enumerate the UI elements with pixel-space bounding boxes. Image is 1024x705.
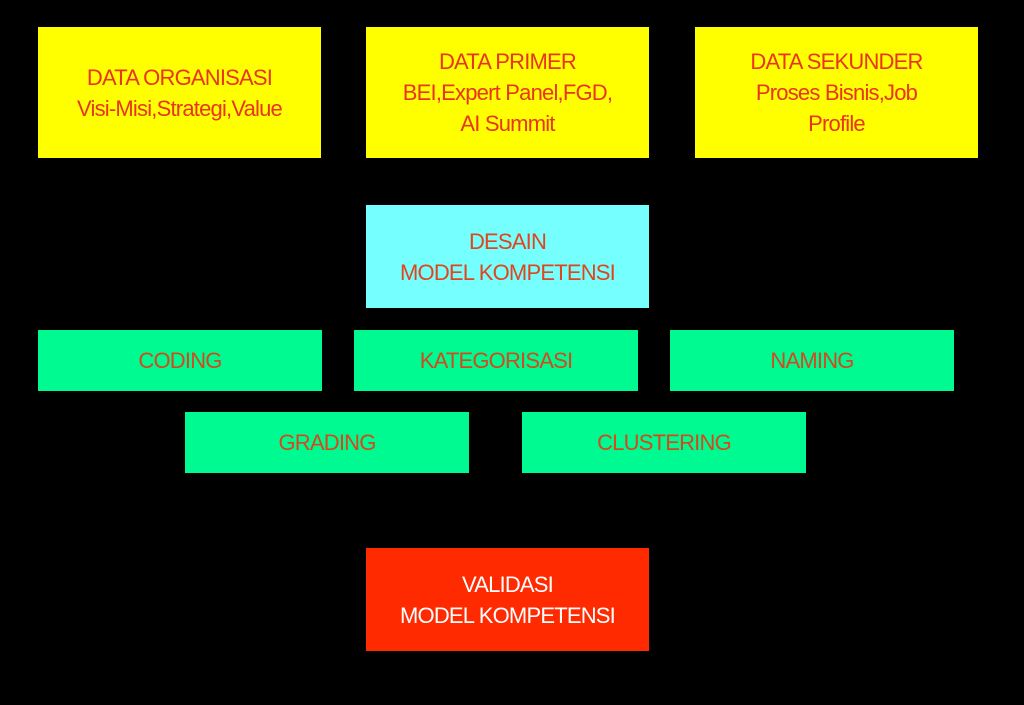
- step-label: NAMING: [770, 348, 854, 373]
- source-detail: Proses Bisnis,Job: [755, 80, 918, 105]
- source-title: DATA ORGANISASI: [86, 64, 273, 90]
- design-line2: MODEL KOMPETENSI: [400, 259, 616, 285]
- validation-line1: VALIDASI: [461, 571, 554, 597]
- step-box-kategorisasi: KATEGORISASI: [354, 330, 638, 391]
- source-detail: Visi-Misi,Strategi,Value: [77, 95, 283, 121]
- step-label: KATEGORISASI: [419, 348, 573, 373]
- step-label: CLUSTERING: [597, 430, 732, 455]
- step-label: GRADING: [278, 430, 376, 455]
- step-box-grading: GRADING: [185, 412, 469, 473]
- step-label: CODING: [138, 348, 222, 373]
- source-box-data-primer: DATA PRIMER BEI,Expert Panel,FGD, AI Sum…: [366, 27, 649, 158]
- step-box-coding: CODING: [38, 330, 322, 391]
- source-title: DATA SEKUNDER: [750, 49, 923, 74]
- design-line1: DESAIN: [468, 228, 547, 254]
- source-box-data-sekunder: DATA SEKUNDER Proses Bisnis,Job Profile: [695, 27, 978, 158]
- validation-box: VALIDASI MODEL KOMPETENSI: [366, 548, 649, 651]
- design-box: DESAIN MODEL KOMPETENSI: [366, 205, 649, 308]
- source-detail: AI Summit: [460, 111, 555, 136]
- source-box-data-organisasi: DATA ORGANISASI Visi-Misi,Strategi,Value: [38, 27, 321, 158]
- validation-line2: MODEL KOMPETENSI: [400, 602, 616, 628]
- step-box-naming: NAMING: [670, 330, 954, 391]
- step-box-clustering: CLUSTERING: [522, 412, 806, 473]
- source-detail: Profile: [808, 111, 866, 136]
- source-detail: BEI,Expert Panel,FGD,: [402, 80, 613, 105]
- source-title: DATA PRIMER: [438, 49, 577, 74]
